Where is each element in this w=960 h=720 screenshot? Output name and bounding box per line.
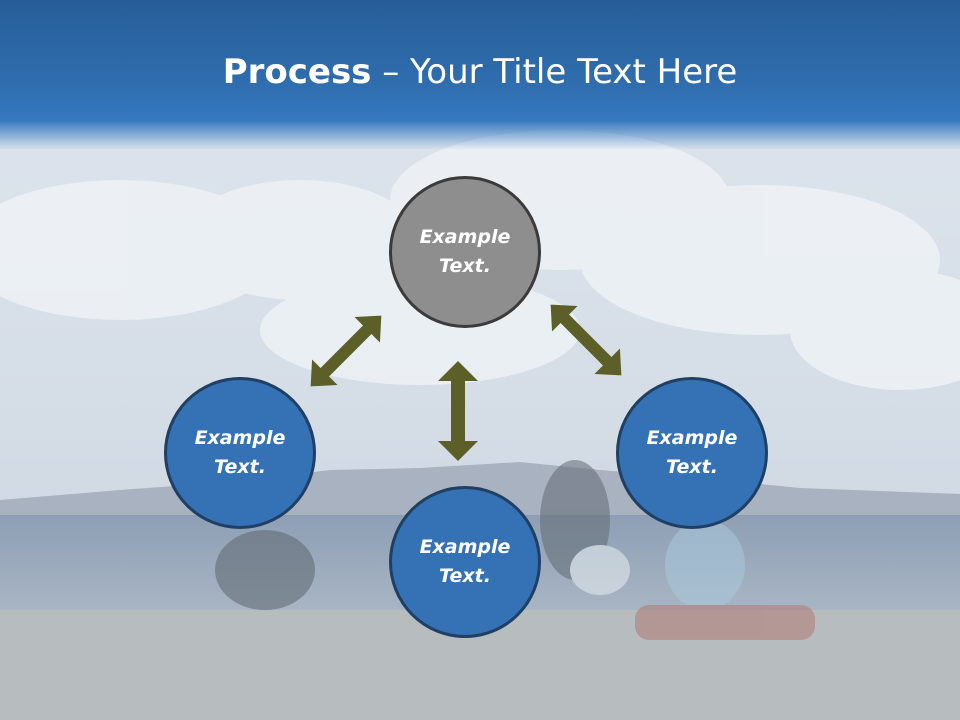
node-top: Example Text. xyxy=(389,176,541,328)
node-left-line1: Example xyxy=(194,427,286,449)
arrow-vertical xyxy=(438,361,478,461)
node-right-line2: Text. xyxy=(666,456,718,478)
node-bottom: Example Text. xyxy=(389,486,541,638)
node-right: Example Text. xyxy=(616,377,768,529)
node-bottom-line1: Example xyxy=(419,536,511,558)
node-left: Example Text. xyxy=(164,377,316,529)
node-top-line1: Example xyxy=(419,226,511,248)
node-left-line2: Text. xyxy=(214,456,266,478)
node-bottom-line2: Text. xyxy=(439,565,491,587)
title-bold: Process xyxy=(222,52,372,92)
arrow-top-left xyxy=(310,315,382,387)
node-right-line1: Example xyxy=(646,427,738,449)
people-silhouettes xyxy=(215,460,815,640)
page-title: Process – Your Title Text Here xyxy=(0,52,960,92)
title-rest: – Your Title Text Here xyxy=(371,52,738,92)
arrow-top-right xyxy=(550,304,622,376)
title-bar xyxy=(0,0,960,150)
node-top-line2: Text. xyxy=(439,255,491,277)
